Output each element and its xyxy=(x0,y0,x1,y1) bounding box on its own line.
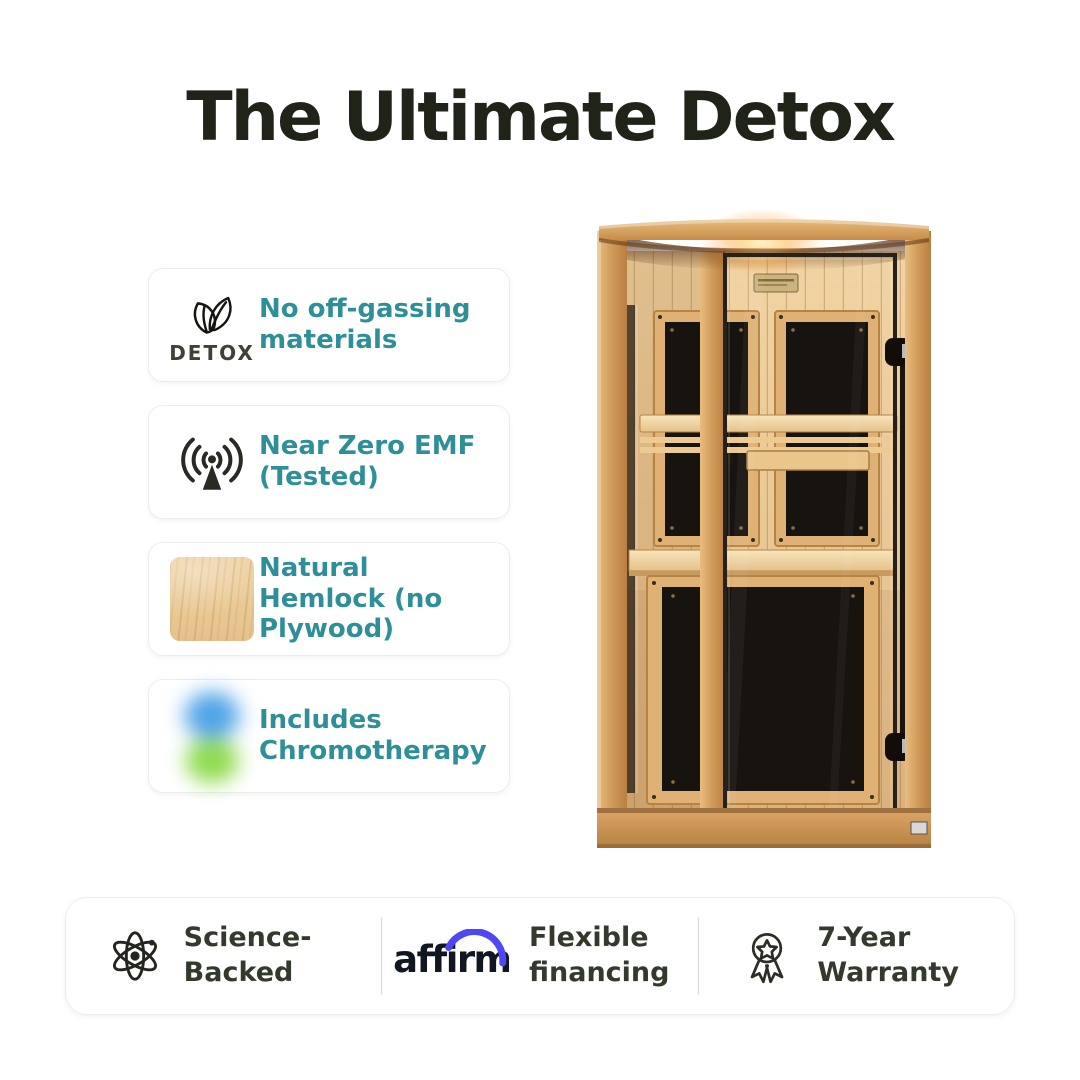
feature-card-hemlock: Natural Hemlock (no Plywood) xyxy=(148,542,510,656)
bench xyxy=(628,549,896,576)
divider xyxy=(381,918,383,994)
door-towel-bar xyxy=(746,450,870,471)
wood-swatch-wrap xyxy=(165,557,259,641)
emf-icon-wrap xyxy=(165,429,259,495)
sauna-interior xyxy=(625,251,907,811)
hemlock-wood-swatch xyxy=(170,557,254,641)
trust-text-financing: Flexible financing xyxy=(528,922,670,988)
center-post xyxy=(700,251,725,811)
trust-item-financing: affirm Flexible financing xyxy=(382,921,697,990)
product-image-sauna xyxy=(597,210,931,848)
chromotherapy-glow xyxy=(167,685,257,787)
feature-text-chromotherapy: Includes Chromotherapy xyxy=(259,705,487,766)
feature-card-emf: Near Zero EMF (Tested) xyxy=(148,405,510,519)
feature-card-chromotherapy: Includes Chromotherapy xyxy=(148,679,510,793)
trust-item-warranty: 7-Year Warranty xyxy=(699,921,1014,990)
feature-card-detox: DETOX No off-gassing materials xyxy=(148,268,510,382)
detox-badge: DETOX xyxy=(165,285,259,365)
door-handle-bar xyxy=(900,360,905,760)
feature-text-hemlock: Natural Hemlock (no Plywood) xyxy=(259,552,443,645)
base-label xyxy=(910,821,928,835)
affirm-logo: affirm xyxy=(393,929,509,981)
crown-molding xyxy=(599,219,929,254)
detox-leaves-icon xyxy=(193,296,232,334)
trust-bar: Science-Backed affirm Flexible financing… xyxy=(65,897,1015,1015)
feature-text-emf: Near Zero EMF (Tested) xyxy=(259,431,476,492)
glass-door xyxy=(721,253,911,815)
divider xyxy=(697,918,699,994)
detox-label: DETOX xyxy=(169,341,255,365)
trust-text-warranty: 7-Year Warranty xyxy=(817,922,959,988)
feature-card-list: DETOX No off-gassing materials xyxy=(148,268,510,793)
base-plank xyxy=(597,808,931,848)
emf-antenna-icon xyxy=(181,437,243,490)
chromo-glow-wrap xyxy=(165,685,259,787)
page-title: The Ultimate Detox xyxy=(186,78,896,157)
trust-text-science: Science-Backed xyxy=(183,922,312,988)
caution-label xyxy=(753,273,799,293)
right-pillar xyxy=(905,231,931,847)
left-pillar xyxy=(597,231,627,847)
feature-text-offgassing: No off-gassing materials xyxy=(259,294,471,355)
atom-icon xyxy=(112,931,157,981)
trust-item-science: Science-Backed xyxy=(66,921,381,990)
award-ribbon-icon xyxy=(750,933,784,984)
